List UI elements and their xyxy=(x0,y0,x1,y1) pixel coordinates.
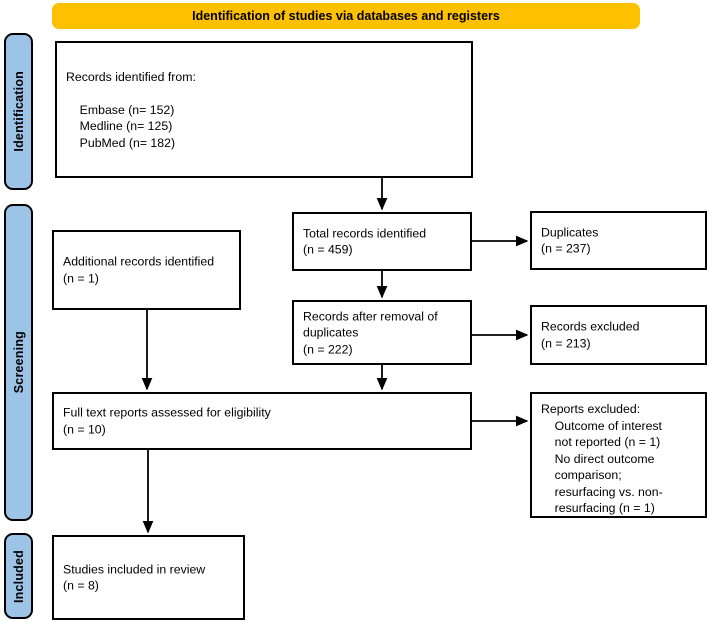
box-total-records-identified-text: Total records identified (n = 459) xyxy=(303,226,427,257)
box-full-text-reports-assessed: Full text reports assessed for eligibili… xyxy=(52,392,472,450)
stage-bar-included: Included xyxy=(4,533,33,619)
stage-label-screening: Screening xyxy=(11,331,26,394)
box-records-identified-from-text: Records identified from: Embase (n= 152)… xyxy=(66,69,196,150)
box-records-after-removal-of-duplicates-text: Records after removal of duplicates (n =… xyxy=(303,308,438,356)
box-studies-included-in-review-text: Studies included in review (n = 8) xyxy=(63,562,206,593)
identification-banner-label: Identification of studies via databases … xyxy=(192,9,500,23)
box-records-excluded-text: Records excluded (n = 213) xyxy=(541,319,640,351)
box-full-text-reports-assessed-text: Full text reports assessed for eligibili… xyxy=(63,405,271,437)
box-reports-excluded: Reports excluded: Outcome of interest no… xyxy=(530,392,707,518)
identification-banner: Identification of studies via databases … xyxy=(52,3,640,29)
box-duplicates: Duplicates (n = 237) xyxy=(530,211,707,270)
stage-bar-screening: Screening xyxy=(4,204,33,521)
stage-bar-identification: Identification xyxy=(4,33,33,190)
stage-label-included: Included xyxy=(11,549,26,603)
box-records-after-removal-of-duplicates: Records after removal of duplicates (n =… xyxy=(292,300,472,365)
box-additional-records-identified: Additional records identified (n = 1) xyxy=(52,230,241,310)
box-additional-records-identified-text: Additional records identified (n = 1) xyxy=(63,254,215,286)
box-duplicates-text: Duplicates (n = 237) xyxy=(541,225,599,256)
stage-label-identification: Identification xyxy=(11,71,26,152)
box-studies-included-in-review: Studies included in review (n = 8) xyxy=(52,535,245,620)
box-reports-excluded-text: Reports excluded: Outcome of interest no… xyxy=(541,402,663,515)
box-records-excluded: Records excluded (n = 213) xyxy=(530,305,707,365)
box-records-identified-from: Records identified from: Embase (n= 152)… xyxy=(55,41,473,178)
box-total-records-identified: Total records identified (n = 459) xyxy=(292,212,472,271)
